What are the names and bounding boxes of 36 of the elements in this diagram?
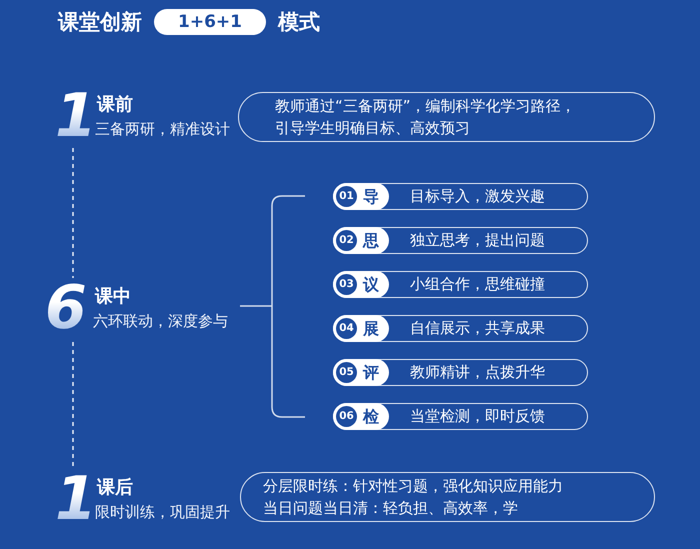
description-box bbox=[240, 472, 655, 522]
step-character: 检 bbox=[363, 406, 379, 427]
step-pill bbox=[333, 227, 588, 254]
step-text: 自信展示，共享成果 bbox=[410, 318, 545, 339]
step-text: 目标导入，激发兴趣 bbox=[410, 186, 545, 207]
step-text: 教师精讲，点拨升华 bbox=[410, 362, 545, 383]
step-character: 思 bbox=[363, 230, 379, 251]
number-badge: 05 bbox=[336, 362, 357, 383]
phase-subtitle: 六环联动，深度参与 bbox=[93, 311, 228, 331]
phase-heading: 课中 bbox=[95, 286, 131, 308]
step-text: 独立思考，提出问题 bbox=[410, 230, 545, 251]
dashed-connector bbox=[72, 342, 74, 469]
step-pill bbox=[333, 183, 588, 210]
title-badge: 1+6+1 bbox=[154, 9, 266, 35]
title-text: 模式 bbox=[278, 9, 320, 36]
number-badge: 01 bbox=[336, 186, 357, 207]
step-text: 当堂检测，即时反馈 bbox=[410, 406, 545, 427]
number-badge: 06 bbox=[336, 406, 357, 427]
dashed-connector bbox=[72, 148, 74, 278]
title-text: 课堂创新 bbox=[58, 9, 142, 36]
description-text: 教师通过“三备两研”，编制科学化学习路径，引导学生明确目标、高效预习 bbox=[275, 96, 577, 139]
description-text: 当日问题当日清：轻负担、高效率，学 bbox=[263, 498, 519, 519]
number-badge: 04 bbox=[336, 318, 357, 339]
step-pill bbox=[333, 315, 588, 342]
number-badge: 03 bbox=[336, 274, 357, 295]
description-text: 分层限时练：针对性习题，强化知识应用能力 bbox=[263, 476, 564, 497]
description-box bbox=[238, 92, 655, 142]
step-pill bbox=[333, 271, 588, 298]
step-pill bbox=[333, 359, 588, 386]
step-character: 评 bbox=[363, 362, 379, 383]
step-character: 导 bbox=[363, 186, 379, 207]
step-text: 小组合作，思维碰撞 bbox=[410, 274, 545, 295]
step-pill bbox=[333, 403, 588, 430]
number-badge: 02 bbox=[336, 230, 357, 251]
step-character: 议 bbox=[363, 274, 379, 295]
step-character: 展 bbox=[363, 318, 379, 339]
